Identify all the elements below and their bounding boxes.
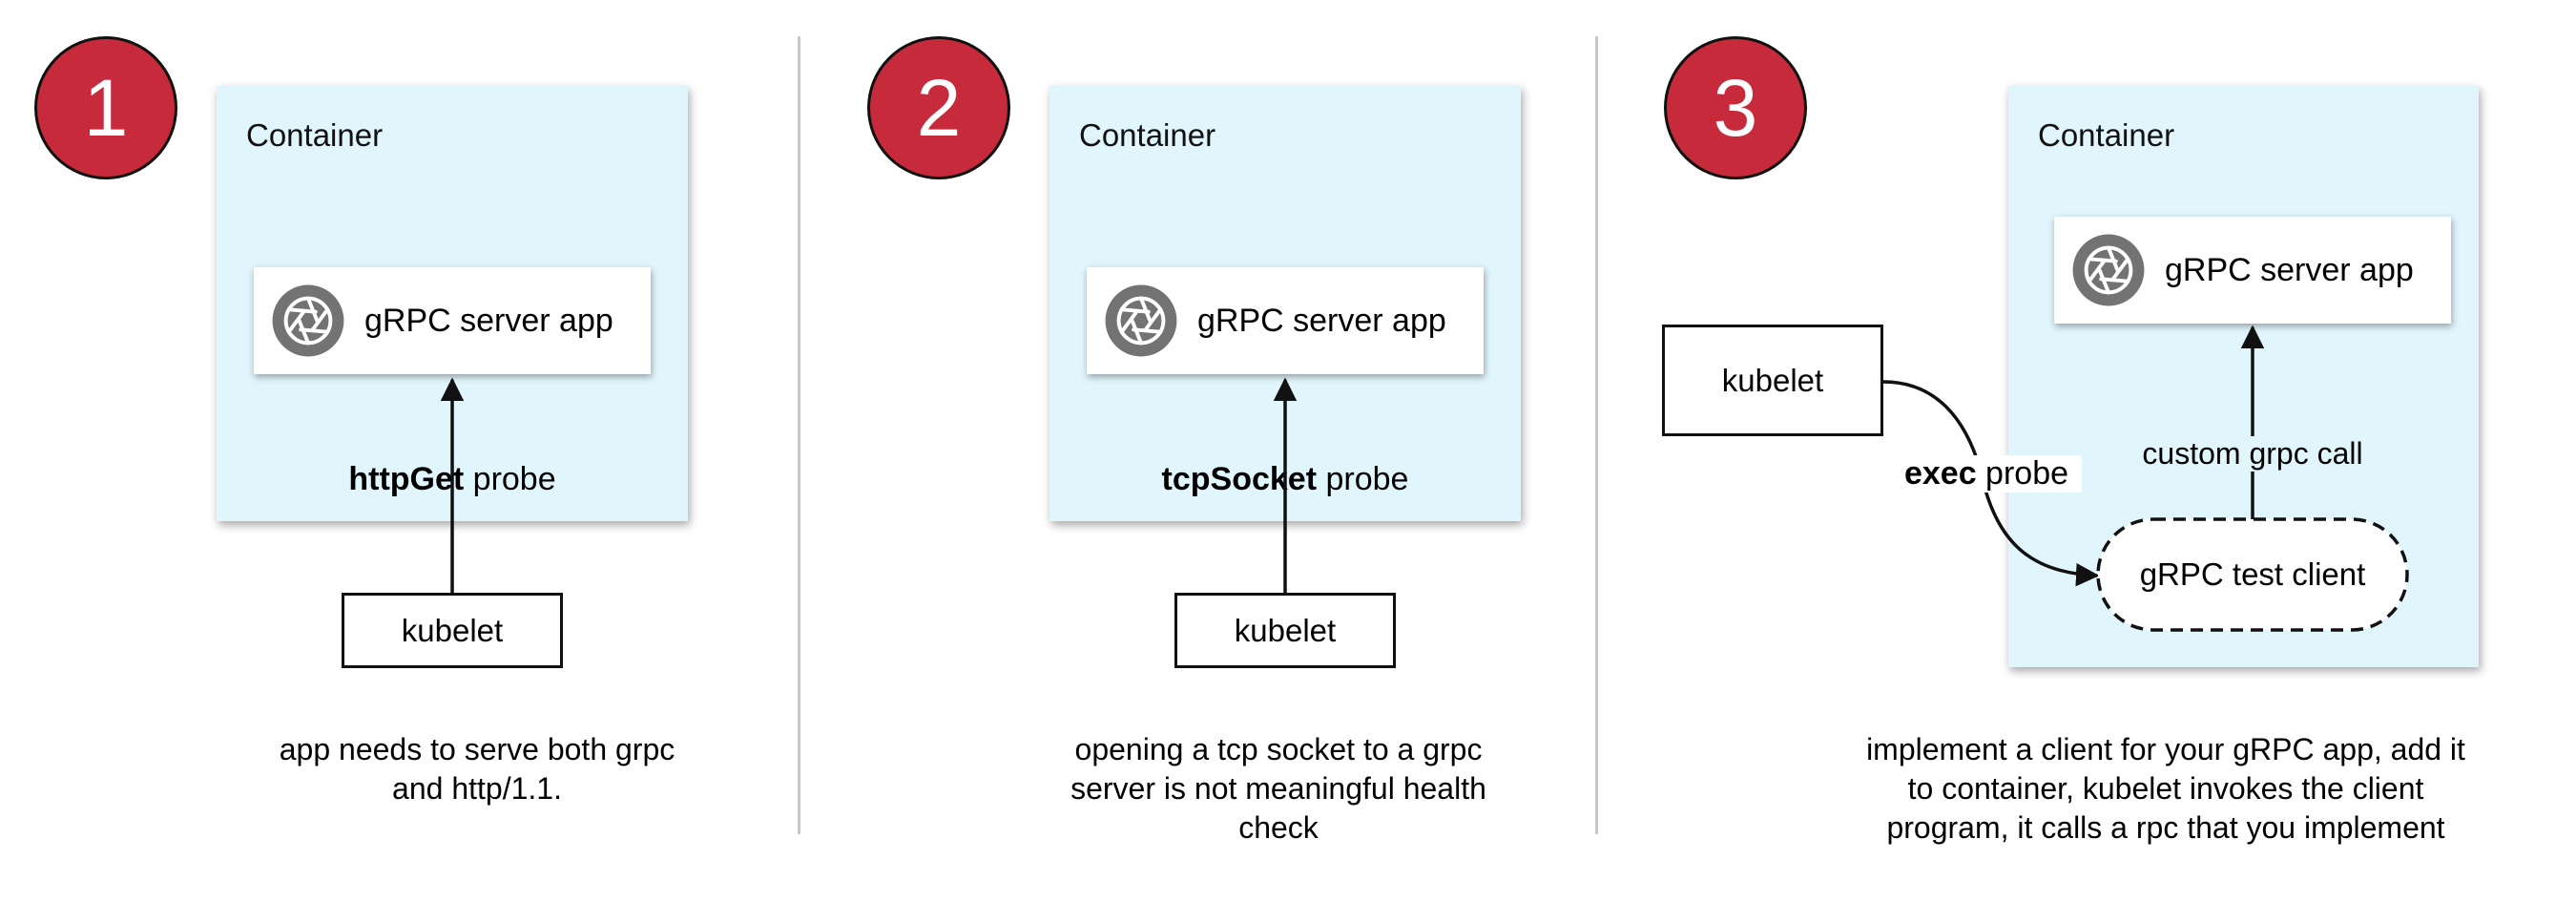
caption-2: opening a tcp socket to a grpc server is… xyxy=(992,730,1565,848)
probe-keyword: exec xyxy=(1903,455,1977,492)
panel-divider-1 xyxy=(798,36,800,834)
step-badge-3: 3 xyxy=(1664,36,1807,179)
container-label: Container xyxy=(2038,117,2175,153)
caption-line: implement a client for your gRPC app, ad… xyxy=(1866,732,2465,766)
grpc-test-client-label: gRPC test client xyxy=(2139,556,2366,592)
caption-line: program, it calls a rpc that you impleme… xyxy=(1886,810,2445,845)
probe-label-3: exec probe xyxy=(1891,455,2082,493)
step-badge-1: 1 xyxy=(34,36,177,179)
app-label: gRPC server app xyxy=(1197,302,1446,339)
app-label: gRPC server app xyxy=(364,302,613,339)
probe-suffix: probe xyxy=(464,461,556,497)
probe-suffix: probe xyxy=(1317,461,1409,497)
grpc-server-app-box-2: gRPC server app xyxy=(1087,267,1484,374)
caption-line: to container, kubelet invokes the client xyxy=(1907,771,2424,806)
caption-line: check xyxy=(1238,810,1319,845)
grpc-server-app-box-3: gRPC server app xyxy=(2054,217,2451,324)
caption-1: app needs to serve both grpc and http/1.… xyxy=(172,730,782,808)
panel-divider-2 xyxy=(1595,36,1598,834)
kubelet-box-1: kubelet xyxy=(342,593,563,668)
caption-line: server is not meaningful health xyxy=(1070,771,1486,806)
custom-grpc-call-label: custom grpc call xyxy=(2124,436,2381,472)
grpc-server-app-box-1: gRPC server app xyxy=(254,267,651,374)
caption-line: app needs to serve both grpc xyxy=(279,732,675,766)
kubelet-box-3: kubelet xyxy=(1662,325,1883,436)
grpc-test-client-shape xyxy=(2096,517,2409,632)
caption-line: opening a tcp socket to a grpc xyxy=(1074,732,1483,766)
grpc-aperture-icon xyxy=(2072,234,2145,306)
container-label: Container xyxy=(1079,117,1216,153)
caption-line: and http/1.1. xyxy=(392,771,562,806)
grpc-aperture-icon xyxy=(272,284,344,357)
grpc-aperture-icon xyxy=(1105,284,1177,357)
probe-keyword: httpGet xyxy=(348,461,465,497)
step-badge-2: 2 xyxy=(867,36,1010,179)
app-label: gRPC server app xyxy=(2165,251,2414,288)
probe-keyword: tcpSocket xyxy=(1161,461,1318,497)
container-label: Container xyxy=(246,117,384,153)
kubelet-box-2: kubelet xyxy=(1174,593,1396,668)
probe-suffix: probe xyxy=(1976,455,2069,492)
caption-3: implement a client for your gRPC app, ad… xyxy=(1794,730,2538,848)
